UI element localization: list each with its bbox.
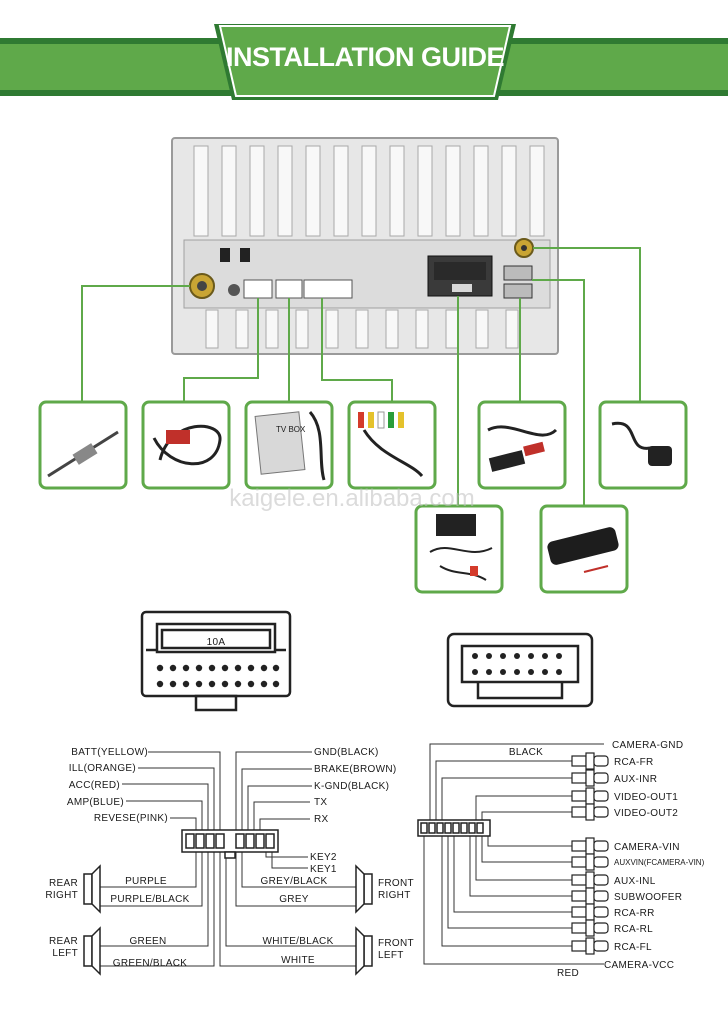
right-wiring-lines [423,743,604,965]
left-connector-pins [156,664,280,688]
wire-white-black: WHITE/BLACK [262,936,333,947]
mic-jack [220,248,230,262]
radio-antenna-box [38,400,128,490]
usb-port-2 [503,283,533,299]
right-harness-plug [417,819,491,837]
label-subwoofer: SUBWOOFER [614,892,682,903]
header-banner: INSTALLATION GUIDE [0,24,728,100]
tv-box-label: TV BOX [276,425,306,434]
connector-rca [303,279,353,299]
head-unit-chassis [171,137,559,355]
label-rca-rl: RCA-RL [614,924,653,935]
usb-port-1 [503,265,533,281]
radio-module-box [141,400,231,490]
ground-screw-icon [228,284,240,296]
usb-cable-box [477,400,567,490]
ir-jack [240,248,250,262]
speaker-icons [83,864,373,976]
wire-white: WHITE [281,955,315,966]
wire-red: RED [557,968,579,979]
label-video-out2: VIDEO-OUT2 [614,808,678,819]
label-acc: ACC(RED) [69,780,120,791]
label-key2: KEY2 [310,852,337,863]
label-camera-vcc: CAMERA-VCC [604,960,674,971]
connector-radio-module [243,279,273,299]
label-kgnd: K-GND(BLACK) [314,781,389,792]
label-brake: BRAKE(BROWN) [314,764,397,775]
connection-lines [81,247,641,506]
label-rca-fr: RCA-FR [614,757,654,768]
label-key1: KEY1 [310,864,337,875]
label-aux-inl: AUX-INL [614,876,656,887]
3g-dongle-box [539,504,629,594]
label-rx: RX [314,814,329,825]
right-connector-diagram [446,632,594,708]
right-connector-pins [472,653,562,675]
radio-antenna-port [189,273,215,299]
wire-green-black: GREEN/BLACK [113,958,187,969]
wire-grey: GREY [279,894,309,905]
label-video-out1: VIDEO-OUT1 [614,792,678,803]
title-plate [218,25,512,97]
left-connector-diagram [140,610,292,712]
fuse-label: 10A [207,637,226,648]
tv-box-box: TV BOX [244,400,334,490]
connector-tv-box [275,279,303,299]
gps-antenna-box [598,400,688,490]
label-camera-gnd: CAMERA-GND [612,740,683,751]
left-harness-plug [181,829,279,859]
aux-harness-box [414,504,504,594]
wire-green: GREEN [129,936,166,947]
label-gnd: GND(BLACK) [314,747,379,758]
label-reverse: REVESE(PINK) [94,813,168,824]
watermark: kaigele.en.alibaba.com [229,485,475,512]
label-auxvin: AUXVIN(FCAMERA-VIN) [614,858,705,867]
rca-cable-box [347,400,437,490]
gps-antenna-port [514,238,534,258]
wire-purple-black: PURPLE/BLACK [110,894,189,905]
accessory-boxes: TV BOX [38,400,688,594]
wire-black: BLACK [509,747,543,758]
label-rca-rr: RCA-RR [614,908,655,919]
rca-jacks [571,752,609,955]
label-tx: TX [314,797,327,808]
label-amp: AMP(BLUE) [67,797,124,808]
left-wiring-lines [98,751,356,967]
label-rca-fl: RCA-FL [614,942,652,953]
label-camera-vin: CAMERA-VIN [614,842,680,853]
wire-purple: PURPLE [125,876,167,887]
wire-grey-black: GREY/BLACK [261,876,328,887]
label-batt: BATT(YELLOW) [71,747,148,758]
page-title: INSTALLATION GUIDE [226,42,504,72]
label-ill: ILL(ORANGE) [69,763,136,774]
label-aux-inr: AUX-INR [614,774,657,785]
